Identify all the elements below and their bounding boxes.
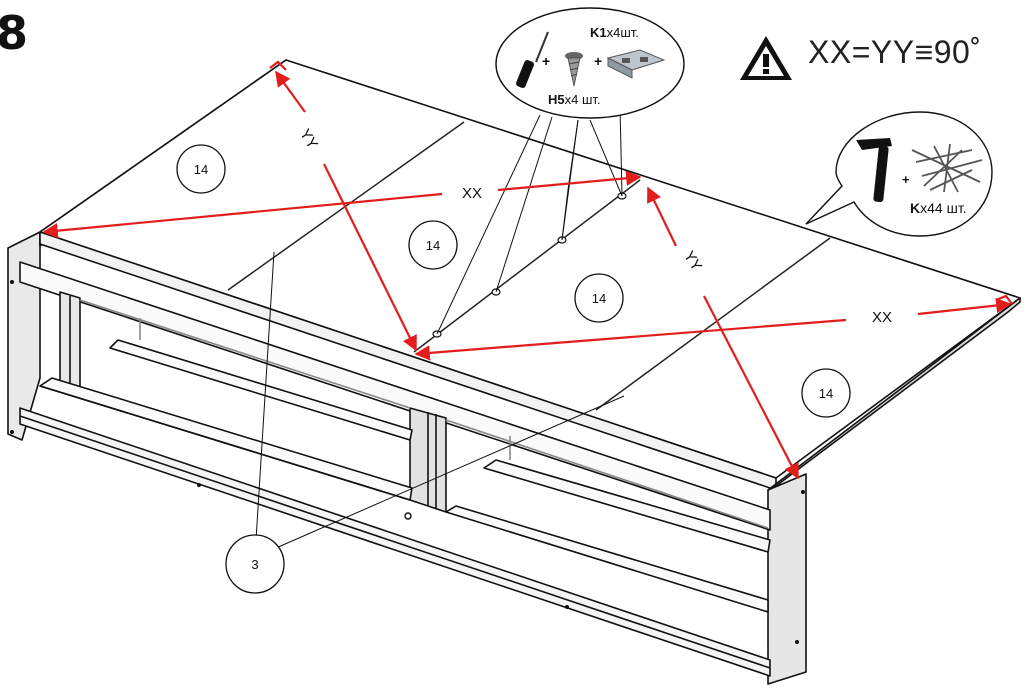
fitting-qty-k1: x4шт. xyxy=(607,25,639,40)
fittings-callout: + + K1x4шт. H5x4 шт. xyxy=(495,7,685,119)
nails-icon xyxy=(911,143,983,193)
svg-text:14: 14 xyxy=(194,162,208,177)
shelf-batten xyxy=(445,505,769,613)
svg-text:14: 14 xyxy=(819,386,833,401)
part-marker-14: 14 xyxy=(574,273,624,323)
step-number: 8 xyxy=(0,6,29,60)
svg-text:14: 14 xyxy=(592,291,606,306)
warning-triangle-icon xyxy=(740,36,792,80)
svg-text:Kx44 шт.: Kx44 шт. xyxy=(910,200,967,216)
measure-label-xx: XX xyxy=(462,185,482,202)
diagonal-measures xyxy=(42,60,1013,480)
part-marker-14: 14 xyxy=(408,220,458,270)
part-marker-3: 3 xyxy=(225,534,285,594)
fitting-code-h5: H5 xyxy=(548,92,565,107)
bracket-icon xyxy=(606,49,666,79)
svg-text:K1x4шт.: K1x4шт. xyxy=(590,25,639,40)
diagonal-formula: XX=YY≡90˚ xyxy=(808,34,982,70)
fitting-qty-k: x44 шт. xyxy=(920,200,966,216)
svg-text:14: 14 xyxy=(426,238,440,253)
fitting-code-k1: K1 xyxy=(590,25,607,40)
screwdriver-icon xyxy=(516,31,549,88)
svg-text:3: 3 xyxy=(251,557,258,572)
svg-text:+: + xyxy=(594,53,602,69)
part-marker-14: 14 xyxy=(176,144,226,194)
fitting-qty-h5: x4 шт. xyxy=(565,92,601,107)
shelf-batten xyxy=(109,339,413,441)
nails-callout: + Kx44 шт. xyxy=(805,111,993,237)
svg-text:+: + xyxy=(542,53,550,69)
front-top-rail xyxy=(19,261,771,531)
measure-label-xx: XX xyxy=(872,309,892,326)
svg-text:H5x4 шт.: H5x4 шт. xyxy=(548,92,601,107)
cabinet-frame xyxy=(7,59,1021,685)
hammer-icon xyxy=(856,138,892,203)
svg-text:+: + xyxy=(902,172,910,187)
front-holes xyxy=(10,280,805,644)
part-marker-14: 14 xyxy=(801,368,851,418)
screw-icon xyxy=(565,52,583,87)
fitting-code-k: K xyxy=(910,200,920,216)
callout-leaders xyxy=(436,105,623,335)
batten-leaders xyxy=(255,251,625,549)
shelf-batten xyxy=(483,459,771,553)
